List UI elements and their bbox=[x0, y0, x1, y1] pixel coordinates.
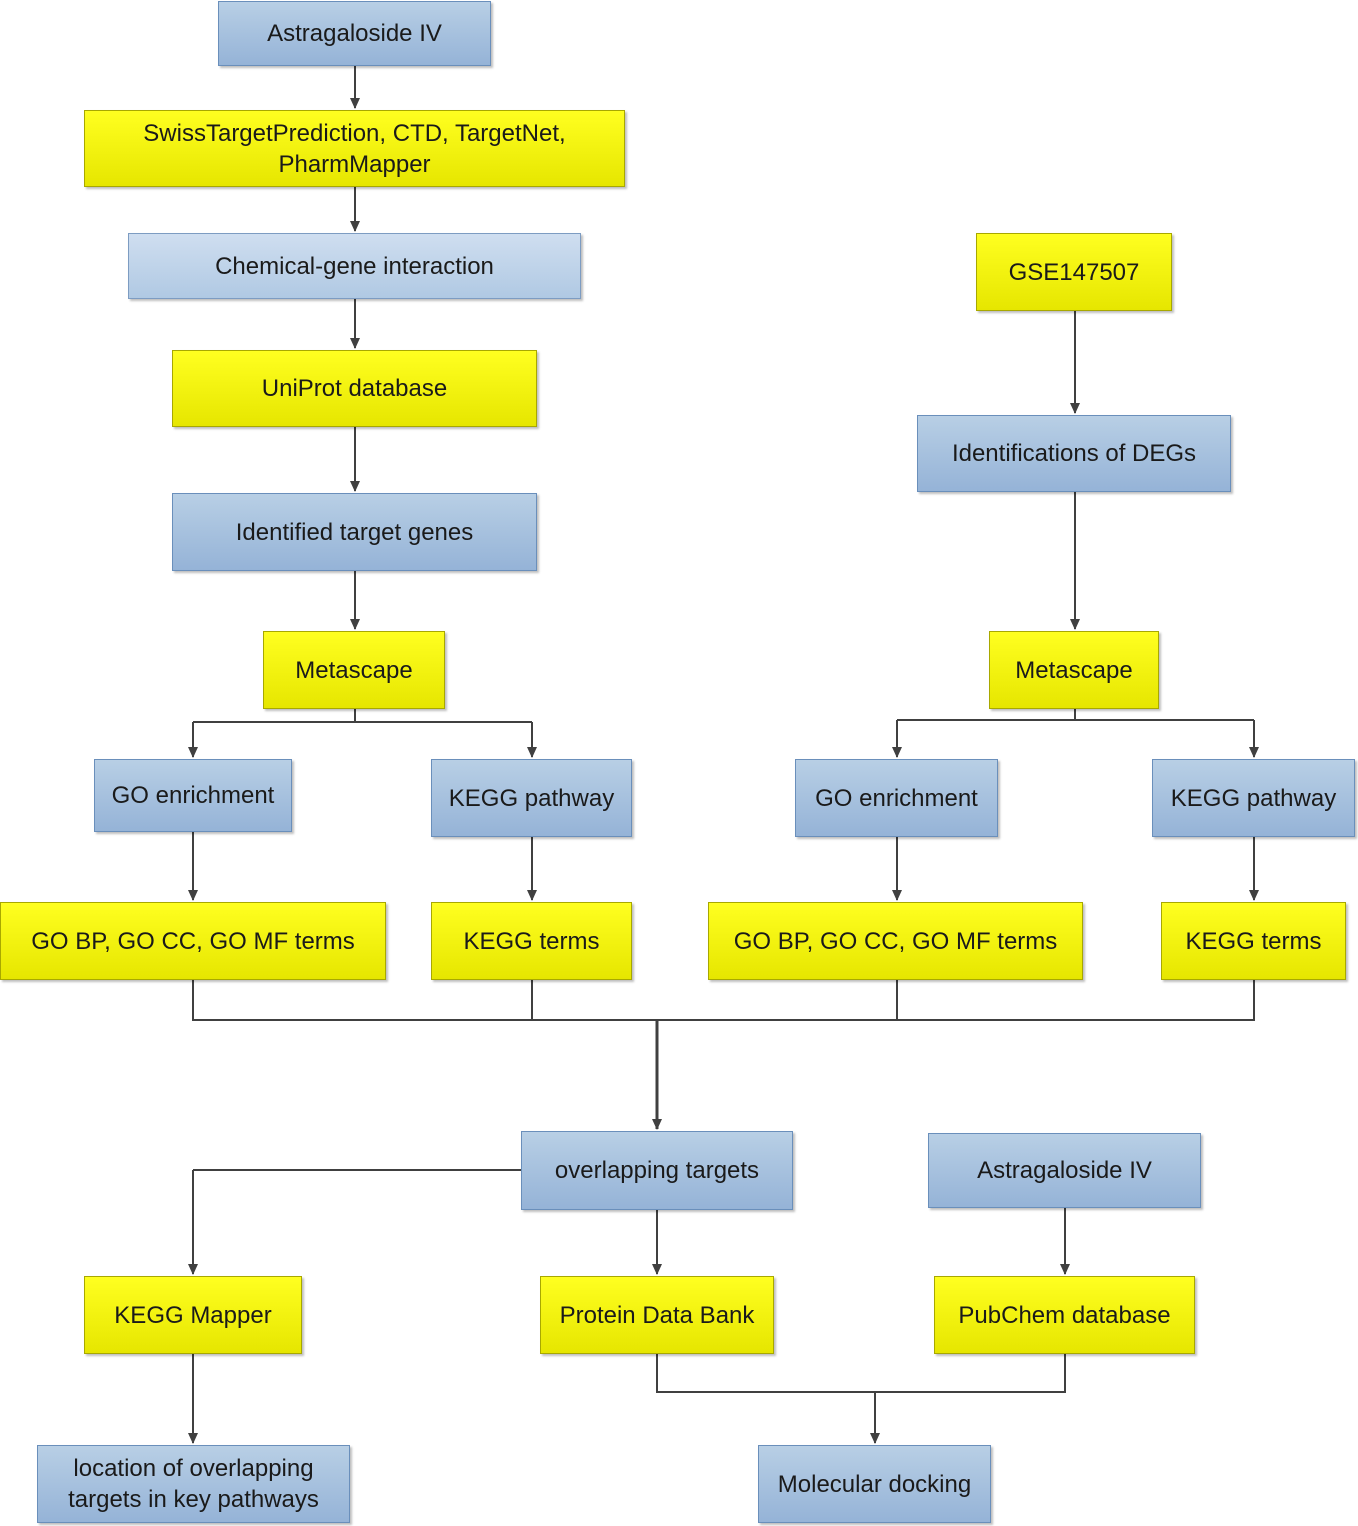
node-go-terms-left: GO BP, GO CC, GO MF terms bbox=[0, 902, 386, 980]
node-kegg-pathway-right: KEGG pathway bbox=[1152, 759, 1355, 837]
node-overlapping-targets: overlapping targets bbox=[521, 1131, 793, 1210]
node-label: Chemical-gene interaction bbox=[215, 252, 494, 280]
node-label: GO BP, GO CC, GO MF terms bbox=[31, 927, 355, 955]
node-label: GO enrichment bbox=[815, 784, 978, 812]
docking-merge-line bbox=[656, 1354, 1066, 1393]
node-label: GO BP, GO CC, GO MF terms bbox=[733, 927, 1058, 955]
node-go-enrichment-left: GO enrichment bbox=[94, 759, 292, 832]
node-label: KEGG pathway bbox=[1170, 784, 1337, 812]
node-label: GO enrichment bbox=[111, 782, 275, 809]
node-label: Identified target genes bbox=[235, 518, 474, 546]
node-metascape-right: Metascape bbox=[989, 631, 1159, 709]
node-label: KEGG Mapper bbox=[114, 1301, 272, 1329]
node-astragaloside-top: Astragaloside IV bbox=[218, 1, 491, 66]
node-label: location of overlapping targets in key p… bbox=[68, 1455, 319, 1513]
node-label: overlapping targets bbox=[554, 1157, 760, 1184]
node-label: KEGG pathway bbox=[448, 784, 615, 812]
node-kegg-mapper: KEGG Mapper bbox=[84, 1276, 302, 1354]
node-label: KEGG terms bbox=[1185, 927, 1322, 955]
node-label: Metascape bbox=[295, 656, 413, 684]
node-pubchem-database: PubChem database bbox=[934, 1276, 1195, 1354]
node-metascape-left: Metascape bbox=[263, 631, 445, 709]
node-label: Astragaloside IV bbox=[267, 20, 442, 47]
right-metascape-split bbox=[897, 709, 1254, 721]
node-label: KEGG terms bbox=[463, 927, 600, 955]
node-kegg-terms-left: KEGG terms bbox=[431, 902, 632, 980]
node-astragaloside-bottom: Astragaloside IV bbox=[928, 1133, 1201, 1208]
node-go-terms-right: GO BP, GO CC, GO MF terms bbox=[708, 902, 1083, 980]
node-kegg-terms-right: KEGG terms bbox=[1161, 902, 1346, 980]
node-identified-target-genes: Identified target genes bbox=[172, 493, 537, 571]
node-label: Molecular docking bbox=[777, 1470, 972, 1498]
node-kegg-pathway-left: KEGG pathway bbox=[431, 759, 632, 837]
node-label: PubChem database bbox=[958, 1301, 1171, 1329]
node-label: Astragaloside IV bbox=[977, 1157, 1152, 1184]
node-label: UniProt database bbox=[261, 375, 448, 402]
node-label: Identifications of DEGs bbox=[951, 440, 1197, 467]
terms-merge-line bbox=[192, 980, 1255, 1021]
node-protein-data-bank: Protein Data Bank bbox=[540, 1276, 774, 1354]
node-label: Metascape bbox=[1015, 656, 1133, 684]
node-pathway-location: location of overlapping targets in key p… bbox=[37, 1445, 350, 1523]
node-molecular-docking: Molecular docking bbox=[758, 1445, 991, 1523]
node-chemical-gene-interaction: Chemical-gene interaction bbox=[128, 233, 581, 299]
node-label: Protein Data Bank bbox=[559, 1301, 755, 1329]
node-label: SwissTargetPrediction, CTD, TargetNet, P… bbox=[143, 119, 566, 178]
node-identification-of-degs: Identifications of DEGs bbox=[917, 415, 1231, 492]
node-uniprot-database: UniProt database bbox=[172, 350, 537, 427]
left-metascape-split bbox=[193, 709, 532, 723]
node-prediction-tools: SwissTargetPrediction, CTD, TargetNet, P… bbox=[84, 110, 625, 187]
node-label: GSE147507 bbox=[1008, 258, 1140, 286]
node-gse147507: GSE147507 bbox=[976, 233, 1172, 311]
node-go-enrichment-right: GO enrichment bbox=[795, 759, 998, 837]
